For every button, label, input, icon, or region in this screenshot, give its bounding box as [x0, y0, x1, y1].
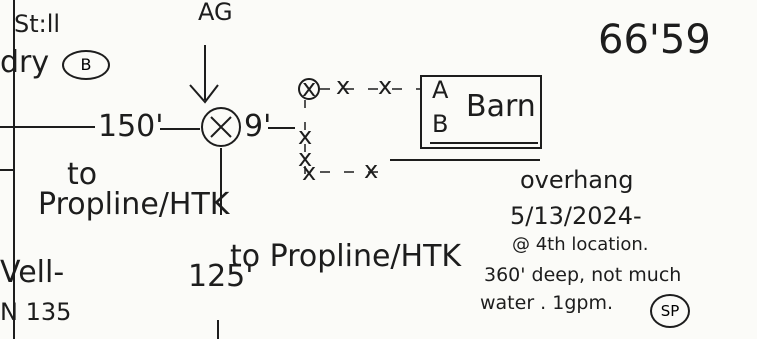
- distance-east: 9': [244, 109, 272, 144]
- note-initials-text: SP: [660, 302, 680, 320]
- well-circle: [201, 107, 241, 147]
- dry-stamp: B: [62, 50, 110, 80]
- left-partial-1: Vell-: [0, 255, 65, 290]
- top-center-label: AG: [198, 0, 233, 26]
- fence-mark-2: x: [336, 72, 351, 100]
- barn-outline: [420, 75, 542, 149]
- barn-label: Barn: [466, 89, 536, 124]
- fence-mark-4: x: [298, 122, 313, 150]
- dry-label: dry: [0, 45, 50, 80]
- distance-south: 125': [188, 259, 254, 294]
- note-line-2: @ 4th location.: [512, 234, 649, 255]
- note-line-4: water . 1gpm.: [480, 292, 614, 314]
- fence-corner-circle: [298, 78, 320, 100]
- to-south-label: to Propline/HTK: [230, 239, 462, 274]
- distance-west: 150': [98, 109, 164, 144]
- to-west-line-2: Propline/HTK: [38, 187, 230, 222]
- fence-mark-7: x: [364, 156, 379, 184]
- still-label: St:ll: [14, 10, 61, 38]
- barn-b-label: B: [432, 110, 449, 138]
- barn-a-label: A: [432, 76, 449, 104]
- note-line-3: 360' deep, not much: [484, 264, 682, 286]
- overhang-label: overhang: [520, 166, 634, 194]
- arrow-head: [189, 84, 219, 104]
- fence-mark-5: x: [298, 144, 313, 172]
- note-date: 5/13/2024-: [510, 202, 642, 230]
- lot-number: 66'59: [598, 17, 711, 63]
- to-west-line-1: to: [67, 157, 98, 192]
- left-partial-2: N 135: [0, 298, 72, 326]
- note-initials-stamp: SP: [650, 294, 690, 328]
- dry-stamp-text: B: [80, 55, 92, 74]
- fence-mark-1: x: [302, 74, 317, 102]
- well-x-2: [210, 116, 232, 138]
- fence-mark-3: x: [378, 72, 393, 100]
- fence-mark-6: x: [302, 158, 317, 186]
